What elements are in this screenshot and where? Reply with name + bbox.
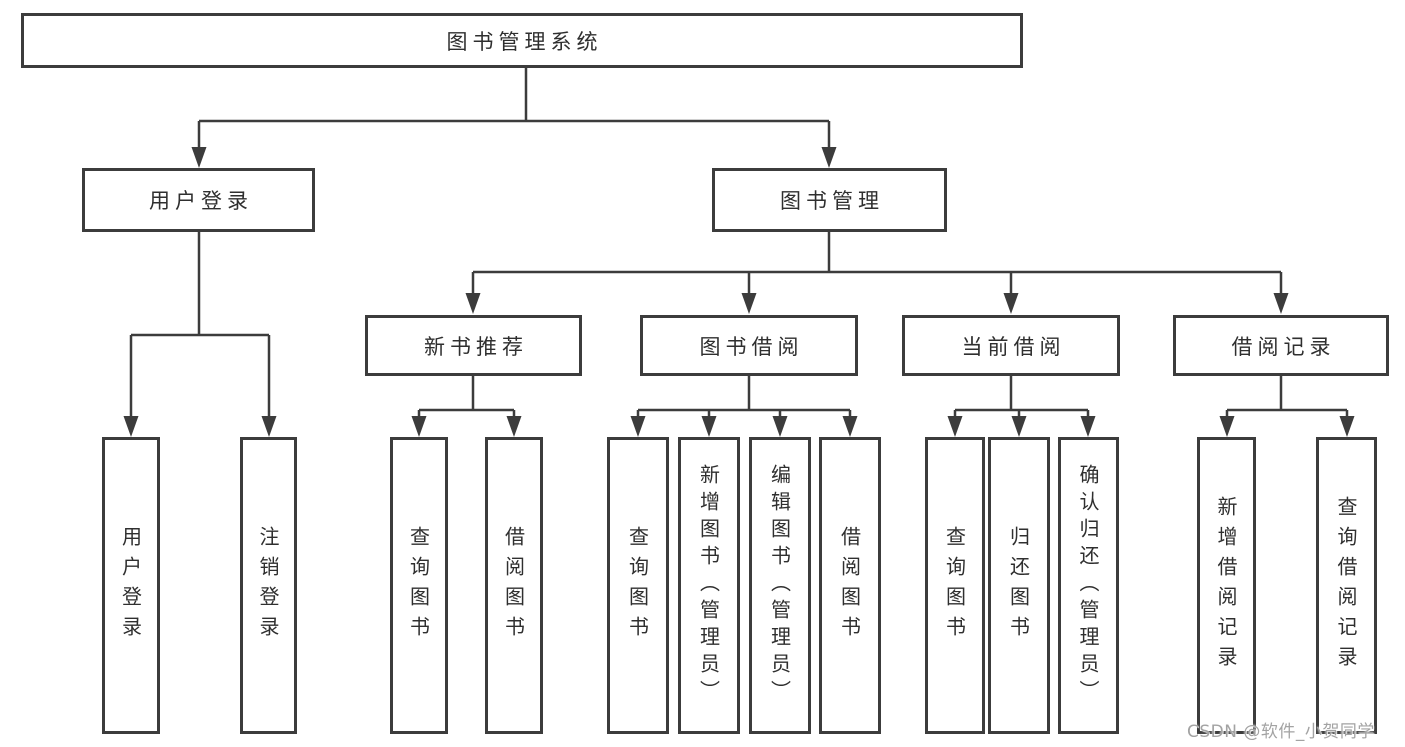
leaf-confirm-return-admin-label: 确认归还（管理员）: [1076, 464, 1100, 707]
connector-book-mgmt-children: [465, 232, 1289, 314]
leaf-return-books-label: 归还图书: [1006, 525, 1031, 646]
leaf-user-login-label: 用户登录: [118, 525, 143, 646]
leaf-add-books-admin-label: 新增图书（管理员）: [696, 464, 721, 707]
leaf-borrow-books-1-label: 借阅图书: [501, 525, 526, 646]
node-book-mgmt-label: 图书管理: [780, 189, 884, 213]
leaf-return-books: 归还图书: [988, 437, 1050, 734]
node-current-borrow-label: 当前借阅: [961, 334, 1066, 359]
leaf-confirm-return-admin: 确认归还（管理员）: [1058, 437, 1119, 734]
connector-book-borrow-children: [630, 376, 858, 437]
leaf-query-books-3-label: 查询图书: [942, 525, 967, 646]
node-book-borrow: 图书借阅: [640, 315, 858, 376]
leaf-query-borrow-record: 查询借阅记录: [1316, 437, 1377, 734]
connector-new-book-children: [411, 376, 522, 437]
node-book-mgmt: 图书管理: [712, 168, 947, 232]
node-user-login-label: 用户登录: [149, 189, 253, 213]
leaf-edit-books-admin-label: 编辑图书（管理员）: [767, 464, 792, 707]
leaf-query-borrow-record-label: 查询借阅记录: [1334, 495, 1358, 676]
connector-user-login-children: [123, 232, 277, 437]
node-borrow-record-label: 借阅记录: [1231, 334, 1336, 359]
leaf-logout-label: 注销登录: [256, 525, 280, 646]
node-current-borrow: 当前借阅: [902, 315, 1120, 376]
node-book-borrow-label: 图书借阅: [699, 334, 804, 359]
node-new-book-recommend: 新书推荐: [365, 315, 582, 376]
connector-current-borrow-children: [947, 376, 1096, 437]
leaf-logout: 注销登录: [240, 437, 297, 734]
leaf-add-borrow-record: 新增借阅记录: [1197, 437, 1256, 734]
leaf-query-books-1-label: 查询图书: [406, 525, 431, 646]
leaf-query-books-2-label: 查询图书: [625, 525, 650, 646]
leaf-query-books-2: 查询图书: [607, 437, 669, 734]
leaf-user-login: 用户登录: [102, 437, 160, 734]
leaf-borrow-books-1: 借阅图书: [485, 437, 543, 734]
connector-borrow-record-children: [1219, 376, 1355, 437]
leaf-borrow-books-2: 借阅图书: [819, 437, 881, 734]
leaf-borrow-books-2-label: 借阅图书: [837, 525, 862, 646]
leaf-add-books-admin: 新增图书（管理员）: [678, 437, 740, 734]
node-root-label: 图书管理系统: [446, 29, 603, 54]
node-user-login: 用户登录: [82, 168, 315, 232]
leaf-query-books-3: 查询图书: [925, 437, 985, 734]
leaf-edit-books-admin: 编辑图书（管理员）: [749, 437, 811, 734]
csdn-watermark: CSDN @软件_小贺同学: [1187, 722, 1375, 742]
node-new-book-recommend-label: 新书推荐: [424, 334, 528, 359]
leaf-query-books-1: 查询图书: [390, 437, 448, 734]
node-root: 图书管理系统: [21, 13, 1023, 68]
leaf-add-borrow-record-label: 新增借阅记录: [1214, 495, 1238, 676]
node-borrow-record: 借阅记录: [1173, 315, 1389, 376]
connector-root-to-level2: [191, 68, 837, 168]
